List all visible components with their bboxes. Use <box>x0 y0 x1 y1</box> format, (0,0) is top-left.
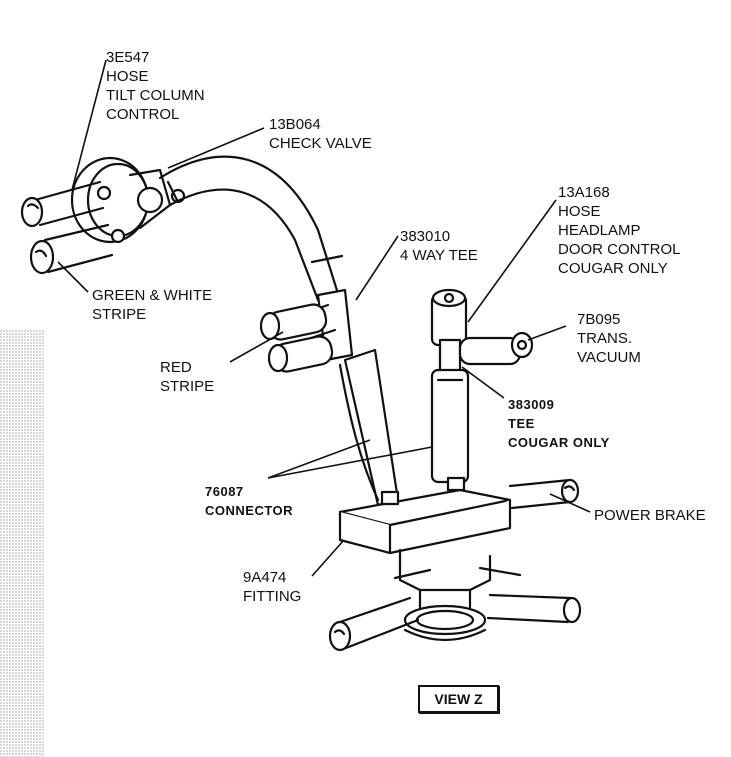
hose-green-white <box>29 223 114 275</box>
leader-connector <box>267 439 433 479</box>
label-hose-tilt-column: 3E547 HOSE TILT COLUMN CONTROL <box>106 49 205 123</box>
label-headlamp-hose: 13A168 HOSE HEADLAMP DOOR CONTROL COUGAR… <box>558 184 681 277</box>
leader-headlamp <box>467 199 557 323</box>
main-vacuum-hose <box>158 155 344 302</box>
check-valve <box>70 156 186 244</box>
label-trans-vacuum: 7B095 TRANS. VACUUM <box>577 311 641 366</box>
leader-hose-tilt <box>71 59 107 191</box>
connector-block <box>338 476 512 555</box>
label-connector: 76087 CONNECTOR <box>205 484 294 518</box>
leader-lines <box>57 59 591 577</box>
leader-tee-cougar <box>461 366 505 399</box>
lower-hose <box>338 348 400 507</box>
trans-vacuum-hose <box>458 331 534 366</box>
fitting-right-hose <box>486 593 582 624</box>
label-four-way-tee: 383010 4 WAY TEE <box>400 228 478 264</box>
hose-tilt-column <box>20 180 105 228</box>
edge-shading <box>0 330 44 757</box>
leader-red-stripe <box>229 331 284 363</box>
headlamp-hose <box>430 288 470 484</box>
leader-fitting <box>311 539 345 577</box>
power-brake-hose <box>508 478 580 510</box>
fitting <box>393 548 522 642</box>
label-fitting: 9A474 FITTING <box>243 569 302 605</box>
leader-power-brake <box>549 493 591 513</box>
label-green-white-stripe: GREEN & WHITE STRIPE <box>92 287 213 323</box>
label-power-brake: POWER BRAKE <box>594 507 706 524</box>
view-label: VIEW Z <box>418 685 499 713</box>
leader-trans-vacuum <box>527 325 567 341</box>
label-red-stripe: RED STRIPE <box>160 359 215 395</box>
fitting-left-hose <box>328 596 420 652</box>
leader-green-white <box>57 261 89 293</box>
leader-check-valve <box>167 127 265 169</box>
hose-red-stripe <box>259 303 334 373</box>
leader-four-way-tee <box>355 235 399 301</box>
label-check-valve: 13B064 CHECK VALVE <box>269 116 372 152</box>
label-tee-cougar: 383009 TEE COUGAR ONLY <box>508 397 610 450</box>
